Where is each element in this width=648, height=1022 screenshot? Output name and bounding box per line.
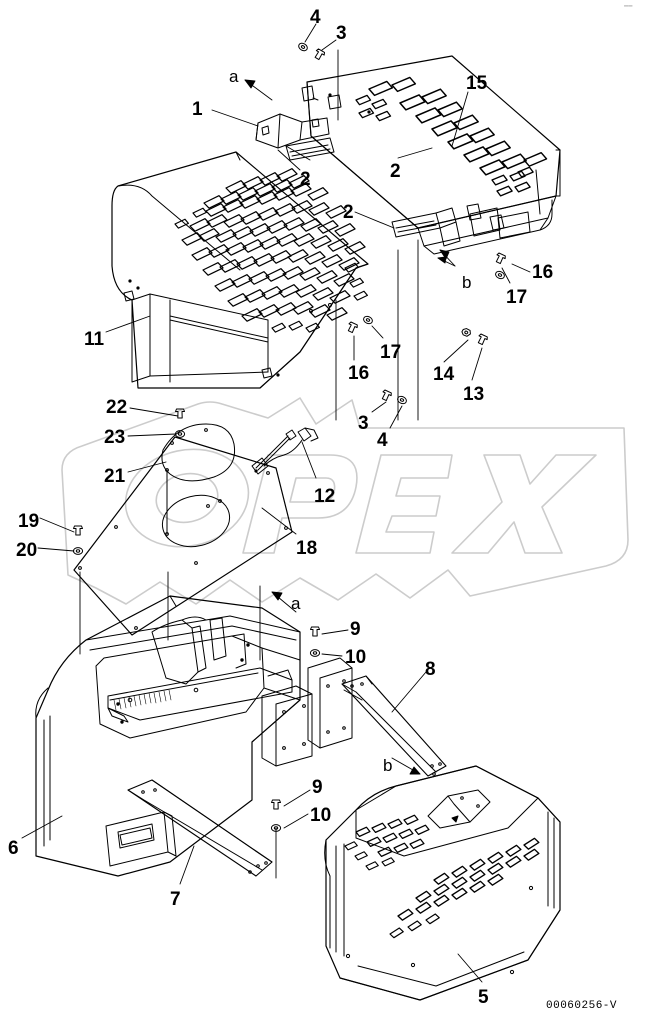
section-arrows [244, 79, 456, 775]
callout-3b: 3 [358, 413, 369, 434]
part-7-support-rail [127, 779, 273, 877]
callout-22: 22 [106, 397, 128, 418]
callout-20: 20 [16, 540, 38, 561]
callout-17a: 17 [506, 287, 528, 308]
section-label-b-upper: b [462, 273, 472, 292]
callout-17b: 17 [380, 342, 402, 363]
part-8-stay-bar [307, 657, 447, 777]
part-6-engine-cowl [35, 595, 313, 877]
callout-4a: 4 [310, 7, 321, 28]
callout-4b: 4 [377, 430, 388, 451]
callout-1: 1 [192, 99, 203, 120]
part-12-gas-stay-damper [251, 427, 319, 475]
leader-lines [21, 23, 531, 983]
callout-2b: 2 [390, 161, 401, 182]
corner-registration-mark: ▬▬ [624, 2, 633, 10]
part-5-side-cover-panel [324, 765, 561, 1001]
callout-10a: 10 [345, 647, 367, 668]
section-label-b-lower: b [383, 756, 393, 775]
callout-9a: 9 [350, 619, 361, 640]
callout-2a: 2 [300, 169, 311, 190]
drawing-number: 00060256-V [546, 1000, 618, 1012]
callout-11: 11 [84, 329, 105, 350]
callout-10b: 10 [310, 805, 332, 826]
callout-16a: 16 [532, 262, 554, 283]
part-18-floor-plate [73, 436, 293, 636]
section-label-a-mid: a [291, 594, 301, 613]
callout-15: 15 [466, 73, 488, 94]
callout-12: 12 [314, 486, 336, 507]
callout-2c: 2 [343, 202, 354, 223]
fasteners [72, 41, 507, 879]
callout-14: 14 [433, 364, 455, 385]
part-2-mounting-clips [285, 85, 505, 247]
callout-13: 13 [463, 384, 485, 405]
callout-18: 18 [296, 538, 318, 559]
callout-23: 23 [104, 427, 126, 448]
callout-8: 8 [425, 659, 436, 680]
callout-19: 19 [18, 511, 40, 532]
part-11-engine-hood [111, 151, 369, 389]
callout-7: 7 [170, 889, 181, 910]
section-label-a-top: a [229, 67, 239, 86]
callout-21: 21 [104, 466, 126, 487]
callout-16b: 16 [348, 363, 370, 384]
callout-9b: 9 [312, 777, 323, 798]
part-15-louver-panel [306, 55, 561, 255]
callout-5: 5 [478, 987, 489, 1008]
callout-6: 6 [8, 838, 19, 859]
callout-3a: 3 [336, 23, 347, 44]
